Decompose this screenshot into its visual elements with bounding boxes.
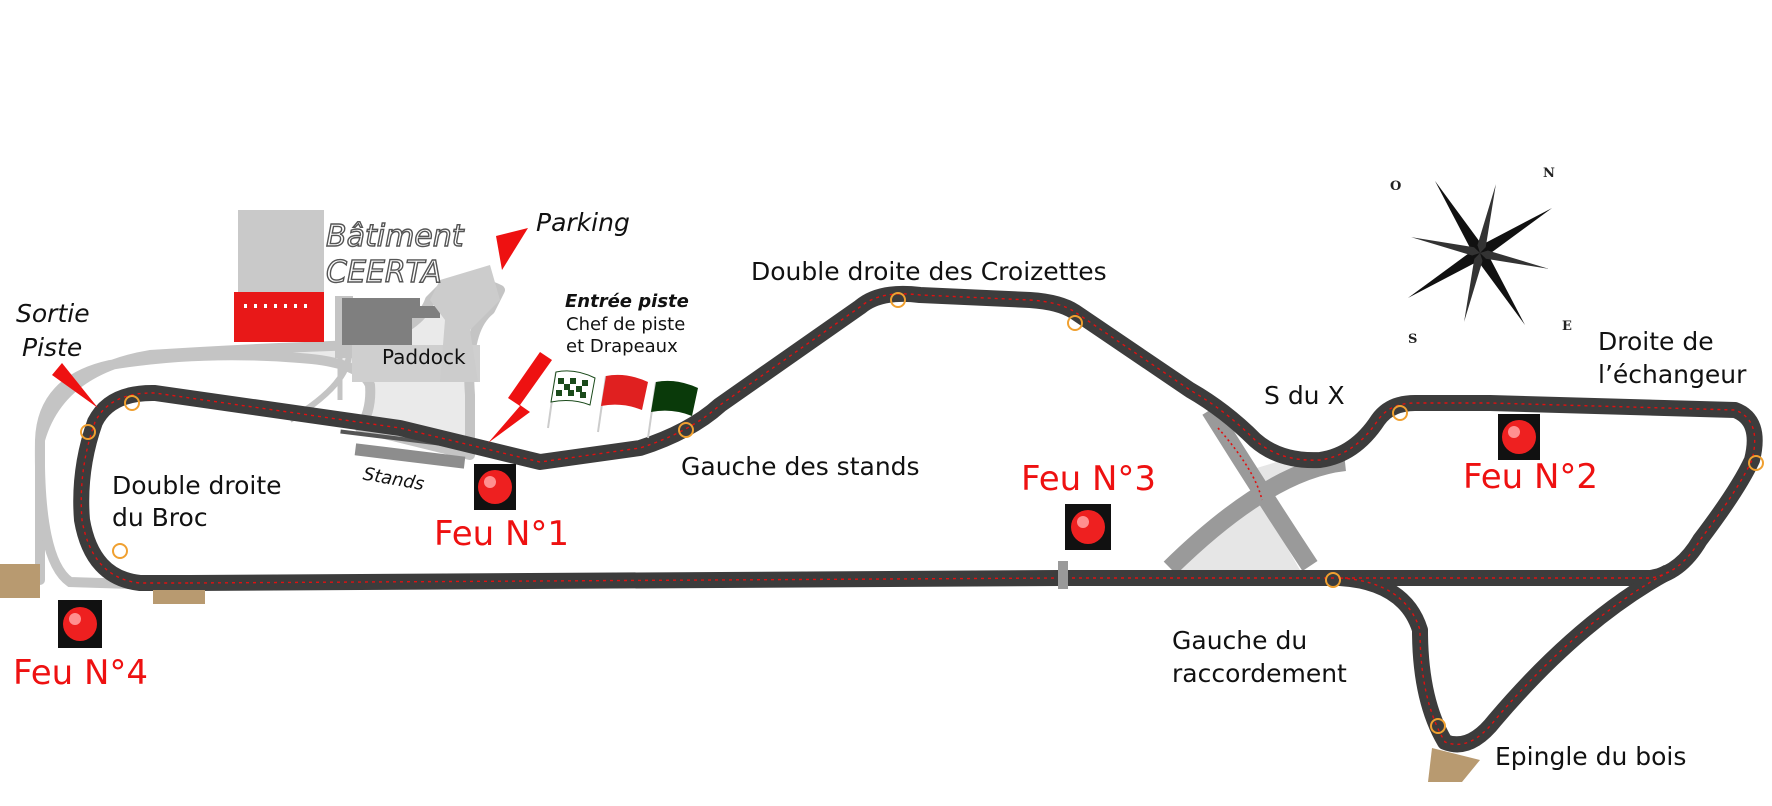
- checkered-flag-icon: [547, 370, 596, 429]
- signal-feu-3-icon: [1065, 504, 1111, 550]
- signal-feu-2-icon: [1498, 414, 1540, 460]
- label-s-du-x: S du X: [1264, 381, 1345, 410]
- label-batiment-2: CEERTA: [326, 255, 442, 290]
- label-droite-echangeur-2: l’échangeur: [1598, 360, 1747, 389]
- ceerta-building-red: [234, 292, 324, 342]
- label-paddock: Paddock: [382, 345, 466, 369]
- label-parking: Parking: [536, 208, 630, 237]
- label-double-droite-broc-2: du Broc: [112, 503, 208, 532]
- compass-south-label: S: [1408, 332, 1417, 347]
- label-feu-1: Feu N°1: [434, 514, 569, 554]
- parking-arrow: [496, 228, 528, 270]
- label-sortie-piste-2: Piste: [22, 333, 82, 362]
- entree-piste-arrow: [488, 352, 552, 443]
- label-gauche-raccordement-1: Gauche du: [1172, 626, 1307, 655]
- ceerta-building: [238, 210, 324, 296]
- label-chef-de-piste-2: et Drapeaux: [566, 336, 678, 357]
- compass-west-label: O: [1390, 179, 1401, 194]
- label-double-droite-broc-1: Double droite: [112, 471, 282, 500]
- compass-east-label: E: [1562, 319, 1572, 334]
- compass-north-label: N: [1543, 166, 1555, 181]
- label-gauche-des-stands: Gauche des stands: [681, 452, 920, 481]
- label-feu-4: Feu N°4: [13, 653, 148, 693]
- sortie-piste-arrow: [52, 363, 98, 408]
- label-feu-3: Feu N°3: [1021, 459, 1156, 499]
- label-chef-de-piste-1: Chef de piste: [566, 314, 685, 335]
- label-entree-piste: Entrée piste: [565, 291, 689, 312]
- signals: [58, 414, 1540, 648]
- label-stands: Stands: [361, 464, 425, 495]
- flags: [547, 370, 698, 439]
- compass-rose-icon: [1407, 180, 1553, 326]
- green-flag-icon: [647, 380, 698, 439]
- arrows: [52, 228, 552, 443]
- label-gauche-raccordement-2: raccordement: [1172, 659, 1347, 688]
- label-epingle-du-bois: Epingle du bois: [1495, 742, 1686, 771]
- signal-feu-4-icon: [58, 600, 102, 648]
- label-double-droite-croizettes: Double droite des Croizettes: [751, 257, 1107, 286]
- label-droite-echangeur-1: Droite de: [1598, 327, 1714, 356]
- label-batiment-1: Bâtiment: [326, 219, 465, 254]
- corner-markers: [80, 292, 1764, 734]
- stands-building: [354, 443, 466, 469]
- label-sortie-piste-1: Sortie: [16, 299, 90, 328]
- red-flag-icon: [597, 374, 648, 433]
- sand-traps: [0, 564, 1480, 782]
- buildings: [234, 210, 500, 469]
- signal-feu-1-icon: [474, 464, 516, 510]
- label-feu-2: Feu N°2: [1463, 457, 1598, 497]
